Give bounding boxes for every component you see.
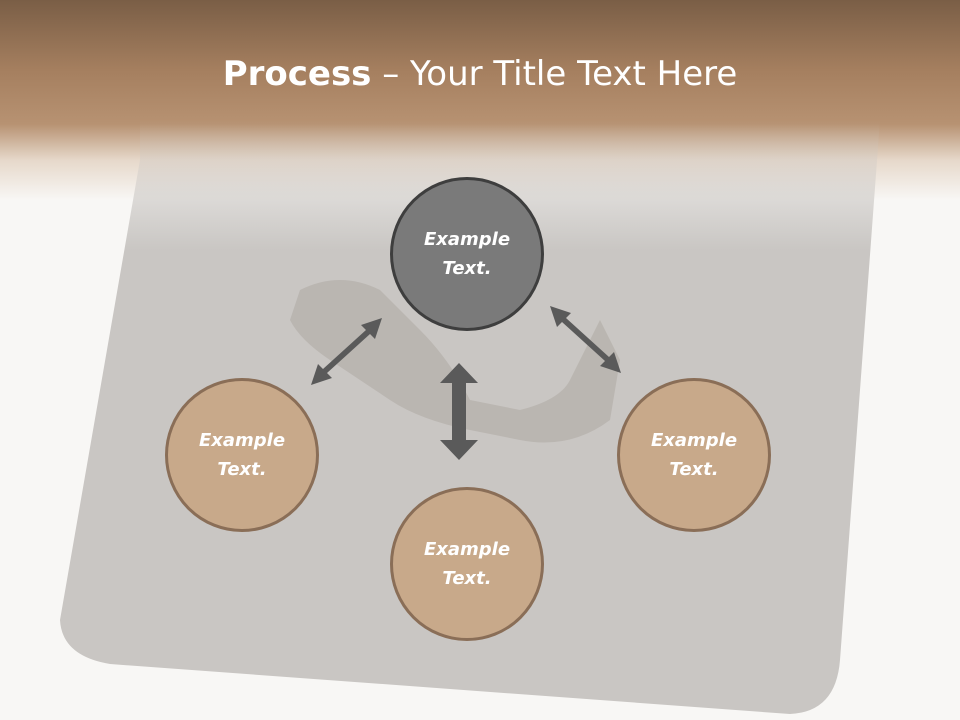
node-text: Text. — [669, 459, 719, 480]
right-node: Example Text. — [617, 378, 771, 532]
node-text: Example — [650, 430, 738, 451]
title-rest: – Your Title Text Here — [371, 54, 738, 94]
slide-title: Process – Your Title Text Here — [0, 52, 960, 96]
node-text: Example — [423, 229, 511, 250]
node-text: Example — [198, 430, 286, 451]
node-text: Text. — [217, 459, 267, 480]
node-text: Text. — [442, 258, 492, 279]
center-node: Example Text. — [390, 177, 544, 331]
node-text: Text. — [442, 568, 492, 589]
title-bold: Process — [222, 54, 372, 94]
bottom-node: Example Text. — [390, 487, 544, 641]
left-node: Example Text. — [165, 378, 319, 532]
node-text: Example — [423, 539, 511, 560]
